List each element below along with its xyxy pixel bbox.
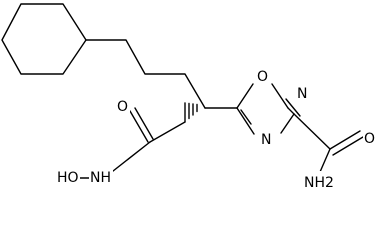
c-n-bond xyxy=(107,141,151,176)
cyclohexane-bonds xyxy=(1,3,87,75)
stereo-hash-bond xyxy=(184,102,198,123)
amide-carbonyl-bond-b xyxy=(332,136,364,156)
hydroxyl-label: HO xyxy=(57,170,79,186)
ring-bond-c3-n4 xyxy=(280,113,295,134)
ring-bond-n2-c3 xyxy=(287,107,295,115)
ring-nitrogen-top-label: N xyxy=(297,86,307,102)
atom-labels: O N N O NH2 O HO NH xyxy=(56,68,377,193)
amide-nitrogen-label: NH2 xyxy=(304,175,334,191)
carboxamide-group xyxy=(293,113,364,173)
amide-oxygen-label: O xyxy=(364,131,375,147)
carbonyl-double-bond-a xyxy=(129,110,149,143)
ring-double-bond-n2-c3 xyxy=(285,98,301,117)
cyclohexane-ring xyxy=(1,3,87,75)
c3-to-amide-carbon-bond xyxy=(293,113,331,150)
ring-double-bond-n4-c5 xyxy=(240,109,252,125)
hydroxamic-acid-group xyxy=(77,107,186,179)
hydroxamic-nitrogen-label: NH xyxy=(90,170,111,186)
ring-bond-n4-c5 xyxy=(236,107,255,135)
oxadiazole-ring xyxy=(236,83,301,135)
ring-oxygen-label: O xyxy=(257,69,268,85)
ring-bond-c5-o1 xyxy=(236,83,254,109)
carbonyl-double-bond-b xyxy=(134,107,154,140)
amide-carbonyl-bond-a xyxy=(329,130,361,150)
ring-bond-o1-n2 xyxy=(271,83,289,109)
ch2-bond xyxy=(149,121,186,143)
chain-bonds xyxy=(85,39,206,109)
molecule-structure: O N N O NH2 O HO NH xyxy=(1,3,377,193)
alkyl-chain xyxy=(85,39,206,109)
amide-c-n-bond xyxy=(319,148,331,173)
hydroxamic-oxygen-label: O xyxy=(117,99,128,115)
ring-nitrogen-bottom-label: N xyxy=(261,132,271,148)
structure-canvas: O N N O NH2 O HO NH xyxy=(1,3,377,193)
